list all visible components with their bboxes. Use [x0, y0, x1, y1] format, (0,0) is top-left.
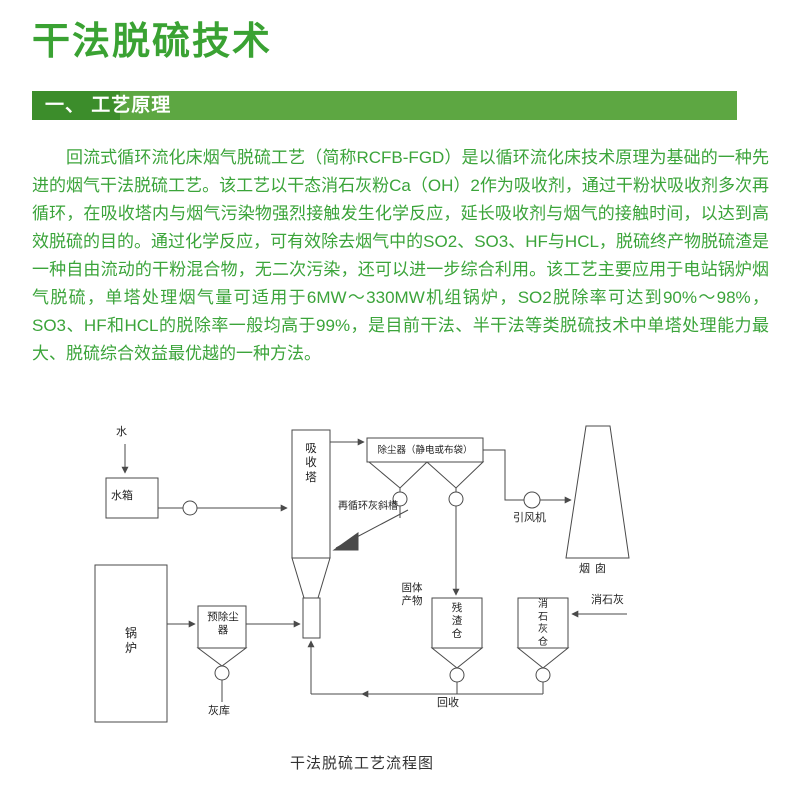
- label-ash-store: 灰库: [208, 705, 230, 717]
- label-lime-silo: 消石灰仓: [538, 599, 548, 648]
- label-id-fan: 引风机: [513, 512, 546, 524]
- boiler-shape: [94, 564, 196, 723]
- label-residue-silo: 残渣仓: [451, 602, 463, 641]
- label-water-tank: 水箱: [111, 490, 133, 502]
- label-solid-product: 固体产物: [401, 582, 423, 608]
- fan-chimney-shape: [483, 425, 630, 559]
- label-absorber-tower: 吸收塔: [305, 443, 317, 484]
- lime-silo-shape: [516, 597, 627, 683]
- dust-collector-shape: [366, 437, 485, 507]
- diagram-caption: 干法脱硫工艺流程图: [289, 755, 434, 772]
- water-feed-shape: [105, 444, 288, 519]
- flow-diagram-svg: [94, 425, 630, 723]
- label-recirculation-chute: 再循环灰斜槽: [338, 501, 398, 512]
- process-description: 回流式循环流化床烟气脱硫工艺（简称RCFB-FGD）是以循环流化床技术原理为基础…: [32, 148, 769, 363]
- label-pre-dust-collector: 预除尘器: [207, 611, 239, 637]
- label-slaked-lime: 消石灰: [591, 594, 624, 606]
- label-boiler: 锅炉: [124, 626, 137, 655]
- absorber-tower-shape: [291, 429, 331, 639]
- label-water: 水: [116, 426, 127, 438]
- label-recycle: 回收: [437, 697, 459, 709]
- process-flow-diagram: 水 水箱 锅炉 预除尘器 灰库 吸收塔 除尘器（静电或布袋） 再循环灰斜槽 引风…: [0, 400, 800, 745]
- page-title: 干法脱硫技术: [32, 21, 273, 63]
- label-dust-collector: 除尘器（静电或布袋）: [377, 445, 473, 456]
- recirculation-chute-shape: [332, 506, 409, 551]
- residue-silo-shape: [430, 597, 484, 683]
- pre-dust-collector-shape: [196, 605, 301, 702]
- section-heading-bar: 一、 工艺原理: [32, 91, 737, 120]
- section-heading-accent: [32, 91, 120, 120]
- recycle-line-shape: [307, 640, 544, 698]
- section-heading: 一、 工艺原理: [45, 95, 172, 116]
- label-chimney: 烟囱: [579, 563, 611, 575]
